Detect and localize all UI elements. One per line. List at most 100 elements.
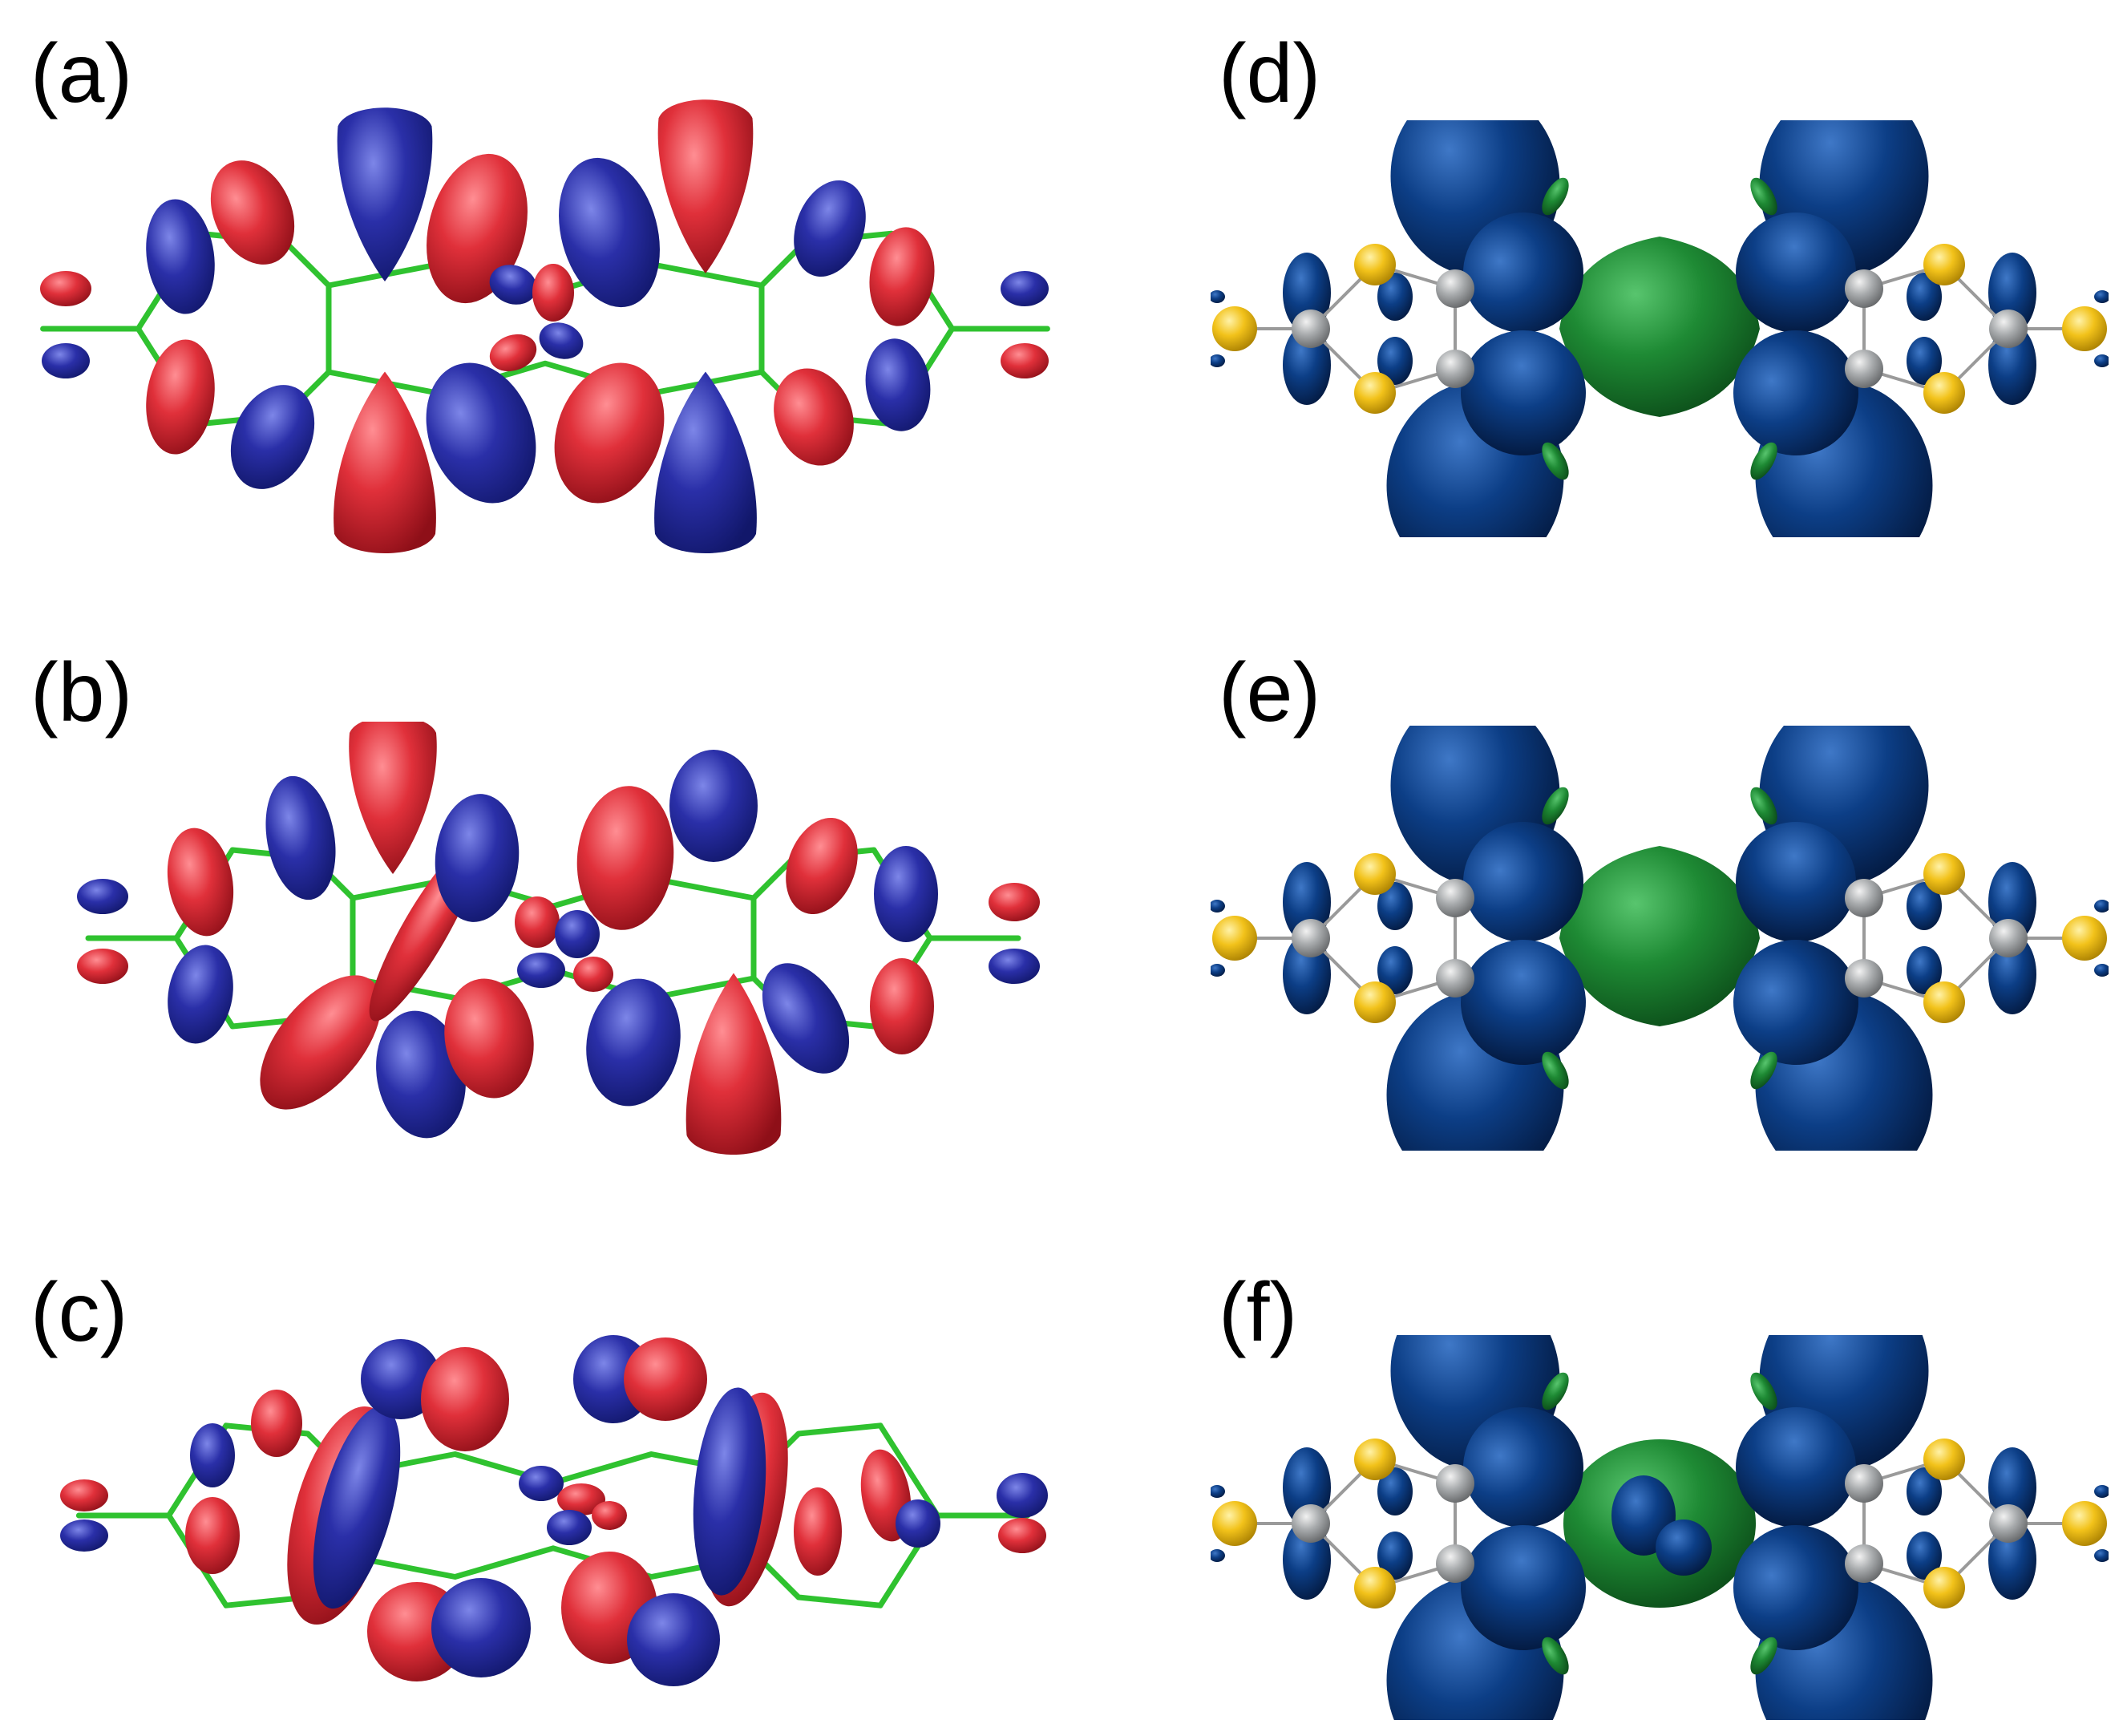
- d-lobe-mid-right-top: [1736, 212, 1856, 333]
- b-lobe-l1-top: [167, 828, 234, 937]
- c-lobe-r0-b: [896, 1499, 940, 1548]
- d-atom-s-left-top: [1354, 244, 1396, 285]
- b-lobe-l4-bottom: [444, 978, 534, 1099]
- a-lobe-l1-bottom: [146, 339, 215, 455]
- f-lobe-mid-right-bottom: [1733, 1524, 1858, 1650]
- b-bridge-top: [350, 875, 757, 909]
- b-lobe-l1-bottom: [168, 945, 233, 1044]
- f-atom-s-left-terminal: [1212, 1501, 1257, 1546]
- c-lobe-r3-top: [624, 1337, 707, 1421]
- e-atom-s-right-top: [1923, 853, 1965, 895]
- d-atom-c-right: [1989, 310, 2028, 348]
- f-atom-s-right-bottom: [1923, 1567, 1965, 1609]
- f-sliver-3: [1542, 1637, 1569, 1675]
- d-atom-c-right-bottom: [1845, 350, 1883, 388]
- b-lobe-far-left-bottom: [77, 949, 128, 984]
- a-lobe-r3-bottom: [654, 371, 757, 554]
- b-lobe-l3-bottom: [376, 1010, 466, 1139]
- a-lobe-r1-bottom: [865, 338, 931, 431]
- c-lobe-l4-bottom: [431, 1578, 531, 1677]
- a-lobe-center-3: [489, 334, 537, 372]
- d-sliver-4: [1750, 442, 1777, 480]
- d-lobe-mid-right-bottom: [1733, 330, 1858, 455]
- a-lobe-r3-top: [657, 99, 754, 273]
- a-lobe-far-right-bottom: [1001, 343, 1049, 378]
- a-lobe-l4-bottom: [426, 362, 536, 504]
- d-lobe-mid-left-bottom: [1461, 330, 1586, 455]
- d-sliver-3: [1542, 442, 1569, 480]
- d-lobe-mid-left-top: [1463, 212, 1583, 333]
- a-lobe-l3-bottom: [334, 371, 436, 554]
- a-lobe-r4-top: [559, 157, 660, 308]
- b-ring-left: [173, 847, 356, 1030]
- c-lobe-r1-bottom: [794, 1487, 842, 1576]
- d-lobe-s-right-top: [1907, 273, 1942, 321]
- d-sliver-2: [1750, 177, 1777, 216]
- a-lobe-center-4: [539, 322, 584, 359]
- e-atom-c-left-top: [1436, 879, 1474, 917]
- e-lobe-s-right-bottom: [1907, 946, 1942, 994]
- f-lobe-mid-left-top: [1463, 1407, 1583, 1528]
- d-atom-s-left-terminal: [1212, 306, 1257, 351]
- e-atom-c-left-bottom: [1436, 959, 1474, 997]
- b-lobe-r2-top: [786, 817, 858, 915]
- b-lobe-l4-top: [435, 794, 520, 922]
- c-bridge-bottom: [346, 1545, 761, 1580]
- a-ring-right: [758, 230, 956, 427]
- d-atom-c-left: [1292, 310, 1330, 348]
- e-lobe-s-left-bottom: [1377, 946, 1413, 994]
- c-lobe-r3-bottom: [627, 1593, 720, 1686]
- d-lobe-end-right-bottom: [2094, 354, 2109, 367]
- d-lobe-s-right-bottom: [1907, 337, 1942, 385]
- a-lobe-far-left-bottom: [42, 343, 90, 378]
- panel-label-c: (c): [30, 1266, 128, 1359]
- panel-a-orbital: [40, 99, 1050, 554]
- e-sliver-2: [1750, 787, 1777, 825]
- a-lobe-far-left-top: [40, 271, 91, 306]
- d-atom-s-right-bottom: [1923, 372, 1965, 414]
- a-lobe-far-right-top: [1001, 271, 1049, 306]
- b-lobe-l3-top: [349, 722, 437, 874]
- a-lobe-l2-top: [210, 160, 295, 265]
- f-sliver-2: [1750, 1372, 1777, 1410]
- c-lobe-center-1: [519, 1466, 564, 1501]
- a-lobe-center-2: [532, 264, 574, 322]
- e-atom-c-right-top: [1845, 879, 1883, 917]
- f-atom-s-left-bottom: [1354, 1567, 1396, 1609]
- a-bridge-bottom: [326, 360, 765, 397]
- b-lobe-r1-bottom: [870, 958, 934, 1054]
- e-lobe-mid-left-bottom: [1461, 940, 1586, 1065]
- e-sliver-3: [1542, 1051, 1569, 1090]
- panel-c-orbital: [60, 1335, 1048, 1686]
- f-lobe-end-right-bottom: [2094, 1549, 2109, 1562]
- f-atom-s-right-terminal: [2062, 1501, 2107, 1546]
- b-lobe-center-1: [515, 896, 560, 948]
- panel-label-f: (f): [1219, 1266, 1298, 1359]
- e-sliver-4: [1750, 1051, 1777, 1090]
- e-atom-s-right-terminal: [2062, 916, 2107, 961]
- panel-e-orbital: [1211, 726, 2109, 1151]
- c-lobe-l1-top: [190, 1423, 235, 1487]
- f-lobe-center-inner-2: [1656, 1520, 1712, 1576]
- a-lobe-l4-top: [427, 153, 528, 304]
- a-ring-left: [135, 230, 332, 427]
- e-atom-c-left: [1292, 919, 1330, 957]
- c-lobe-center-4: [592, 1501, 627, 1530]
- f-lobe-mid-left-bottom: [1461, 1525, 1586, 1650]
- f-sliver-4: [1750, 1637, 1777, 1675]
- f-lobe-s-left-bottom: [1377, 1532, 1413, 1580]
- c-lobe-far-right-bottom: [998, 1518, 1046, 1553]
- a-lobe-r2-top: [794, 180, 866, 277]
- b-lobe-r3-top: [669, 750, 758, 862]
- d-atom-c-left-top: [1436, 269, 1474, 308]
- e-atom-s-left-top: [1354, 853, 1396, 895]
- c-lobe-center-3: [547, 1510, 592, 1545]
- d-lobe-s-left-top: [1377, 273, 1413, 321]
- b-lobe-r1-top: [874, 846, 938, 942]
- f-lobe-s-right-bottom: [1907, 1532, 1942, 1580]
- c-lobe-l4-top: [421, 1347, 509, 1451]
- panel-f-orbital: [1211, 1335, 2109, 1720]
- b-lobe-far-right-top: [989, 883, 1040, 921]
- d-atom-s-left-bottom: [1354, 372, 1396, 414]
